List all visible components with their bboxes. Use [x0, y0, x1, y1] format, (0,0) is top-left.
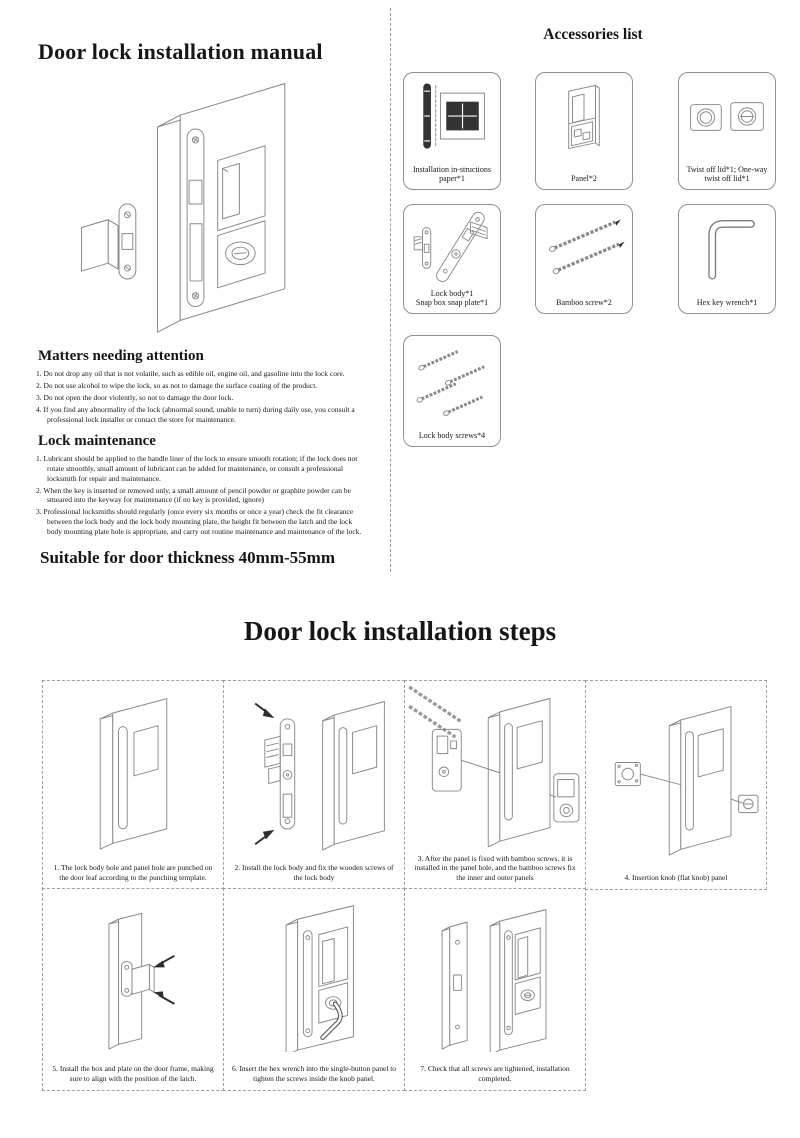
- accessory-label: Installation in-structions paper*1: [413, 164, 491, 184]
- notes-section: Matters needing attention 1. Do not drop…: [36, 348, 366, 568]
- step-cell-4: 4. Insertion knob (flat knob) panel: [585, 680, 767, 890]
- steps-title: Door lock installation steps: [243, 616, 557, 646]
- accessory-card: Panel*2: [535, 72, 633, 190]
- step-6-drawing: [285, 904, 354, 1052]
- attention-item: 3. Do not open the door violently, so no…: [36, 393, 234, 403]
- step-caption: 4. Insertion knob (flat knob) panel: [624, 872, 728, 882]
- accessory-card: Hex key wrench*1: [678, 204, 776, 314]
- maintenance-item: 2. When the key is inserted or removed u…: [36, 485, 351, 505]
- step-caption: 6. Insert the hex wrench into the single…: [231, 1064, 397, 1083]
- accessory-card: Installation in-structions paper*1: [403, 72, 501, 190]
- door-lock-exploded-drawing: [32, 54, 358, 350]
- twist-off-lids-icon: [690, 102, 764, 131]
- step-2-drawing: [254, 701, 385, 851]
- door-thickness-note: Suitable for door thickness 40mm-55mm: [40, 548, 335, 568]
- step-1-drawing: [99, 698, 168, 850]
- vertical-dashed-separator: [390, 8, 391, 572]
- accessory-label: Panel*2: [571, 174, 597, 184]
- steps-row-2: 5. Install the box and plate on the door…: [42, 888, 586, 1091]
- attention-item: 1. Do not drop any oil that is not volat…: [36, 369, 345, 378]
- accessory-card: Lock body screws*4: [403, 335, 501, 447]
- accessory-card: Bamboo screw*2: [535, 204, 633, 314]
- accessory-label: Lock body screws*4: [418, 431, 486, 441]
- step-cell-7: 7. Check that all screws are tightened, …: [404, 888, 586, 1091]
- step-caption: 2. Install the lock body and fix the woo…: [234, 863, 394, 882]
- step-cell-5: 5. Install the box and plate on the door…: [42, 888, 224, 1091]
- panel-icon: [568, 84, 600, 150]
- step-caption: 7. Check that all screws are tightened, …: [420, 1064, 570, 1083]
- attention-item: 2. Do not use alcohol to wipe the lock, …: [36, 381, 318, 391]
- accessories-section: Accessories list Installation in-structi…: [393, 14, 793, 570]
- lock-body-icon: [413, 211, 488, 282]
- lock-body-screws-icon: [416, 350, 485, 416]
- step-caption: 5. Install the box and plate on the door…: [52, 1064, 214, 1083]
- accessory-card: Twist off lid*1; One-way twist off lid*1: [678, 72, 776, 190]
- accessory-label: Hex key wrench*1: [696, 298, 758, 308]
- step-3-drawing: [408, 686, 580, 848]
- step-caption: 3. After the panel is fixed with bamboo …: [414, 853, 576, 882]
- maintenance-item: 1. Lubricant should be applied to the ha…: [36, 454, 358, 483]
- step-cell-6: 6. Insert the hex wrench into the single…: [223, 888, 405, 1091]
- step-cell-2: 2. Install the lock body and fix the woo…: [223, 680, 405, 890]
- accessories-title: Accessories list: [543, 26, 643, 43]
- step-caption: 1. The lock body hole and panel hole are…: [53, 863, 213, 882]
- page-title: Door lock installation manual: [38, 38, 323, 64]
- step-7-drawing: [441, 908, 547, 1052]
- bamboo-screw-icon: [549, 219, 625, 275]
- installation-paper-icon: [423, 83, 485, 149]
- door-lock-drawing-icon: [81, 83, 286, 333]
- step-4-drawing: [614, 705, 759, 856]
- accessory-label: Twist off lid*1; One-way twist off lid*1: [686, 164, 768, 184]
- steps-row-1: 1. The lock body hole and panel hole are…: [42, 680, 767, 890]
- step-5-drawing: [108, 912, 175, 1050]
- step-cell-3: 3. After the panel is fixed with bamboo …: [404, 680, 586, 890]
- step-cell-1: 1. The lock body hole and panel hole are…: [42, 680, 224, 890]
- maintenance-heading: Lock maintenance: [38, 433, 156, 450]
- accessory-label: Bamboo screw*2: [556, 298, 612, 308]
- attention-item: 4. If you find any abnormality of the lo…: [36, 405, 355, 424]
- maintenance-item: 3. Professional locksmiths should regula…: [36, 507, 362, 536]
- attention-heading: Matters needing attention: [38, 348, 204, 364]
- hex-key-wrench-icon: [708, 220, 755, 280]
